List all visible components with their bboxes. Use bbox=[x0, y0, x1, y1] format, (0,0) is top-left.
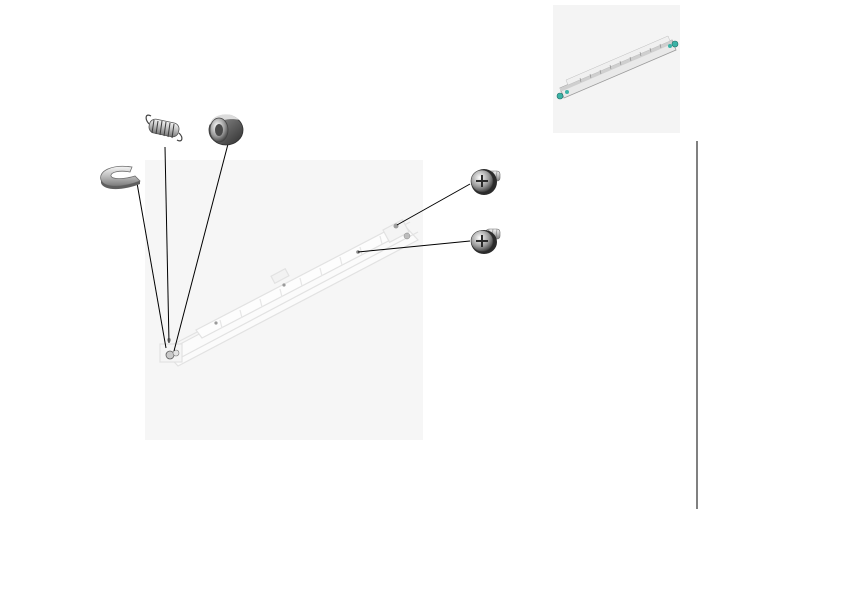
leader-screw-lower bbox=[357, 240, 471, 253]
leader-bushing bbox=[173, 143, 229, 352]
assembly-thumbnail-icon bbox=[556, 35, 679, 100]
e-clip-icon bbox=[100, 165, 141, 190]
leader-e-ring bbox=[136, 182, 167, 349]
coil-spring-icon bbox=[145, 114, 183, 142]
leader-screw-upper bbox=[396, 183, 471, 226]
rail-fasteners bbox=[165, 223, 411, 360]
leader-lines bbox=[136, 143, 471, 352]
bushing-icon bbox=[208, 114, 244, 146]
rail-end-hardware bbox=[165, 338, 180, 360]
leader-spring bbox=[164, 146, 170, 344]
screw-icon-lower bbox=[470, 228, 501, 254]
rail-assembly bbox=[159, 218, 419, 367]
screw-icon-upper bbox=[470, 169, 501, 195]
